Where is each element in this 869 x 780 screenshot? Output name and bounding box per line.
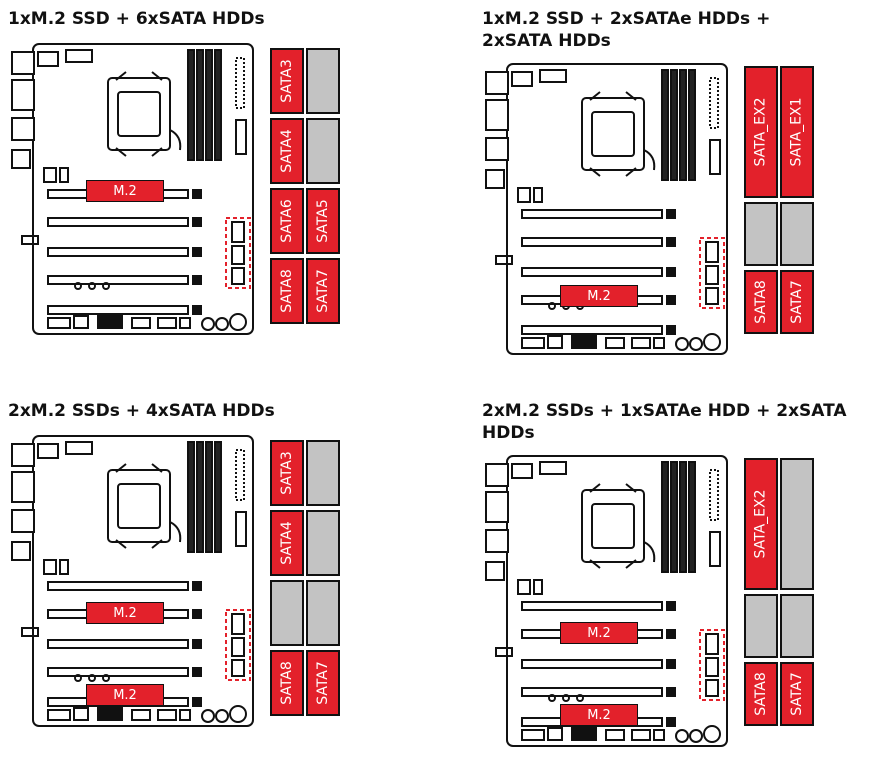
sata-port-label: SATA_EX1 bbox=[789, 97, 805, 167]
sata-port-disabled bbox=[780, 594, 814, 658]
sata-port-sata-ex1: SATA_EX1 bbox=[780, 66, 814, 198]
m2-slot-label: M.2 bbox=[86, 602, 164, 624]
m2-slot-label: M.2 bbox=[560, 704, 638, 726]
sata-port-disabled bbox=[744, 594, 778, 658]
motherboard-diagram bbox=[482, 452, 732, 756]
sata-port-disabled bbox=[306, 510, 340, 576]
sata-port-sata8: SATA8 bbox=[744, 270, 778, 334]
sata-port-sata7: SATA7 bbox=[306, 650, 340, 716]
sata-port-sata3: SATA3 bbox=[270, 440, 304, 506]
panel-title: 1xM.2 SSD + 6xSATA HDDs bbox=[8, 9, 265, 29]
motherboard-outline bbox=[485, 455, 728, 747]
m2-slot-label: M.2 bbox=[86, 180, 164, 202]
motherboard-outline bbox=[485, 63, 728, 355]
sata-port-sata7: SATA7 bbox=[306, 258, 340, 324]
sata-port-sata-ex2: SATA_EX2 bbox=[744, 458, 778, 590]
sata-port-disabled bbox=[306, 580, 340, 646]
sata-port-sata5: SATA5 bbox=[306, 188, 340, 254]
sata-port-label: SATA3 bbox=[279, 59, 295, 103]
sata-port-disabled bbox=[306, 118, 340, 184]
sata-port-disabled bbox=[744, 202, 778, 266]
sata-port-sata7: SATA7 bbox=[780, 270, 814, 334]
sata-port-label: SATA_EX2 bbox=[753, 489, 769, 559]
sata-port-label: SATA7 bbox=[789, 280, 805, 324]
sata-port-label: SATA3 bbox=[279, 451, 295, 495]
sata-port-label: SATA7 bbox=[789, 672, 805, 716]
sata-port-sata4: SATA4 bbox=[270, 118, 304, 184]
panel-title: 2xM.2 SSDs + 4xSATA HDDs bbox=[8, 401, 275, 421]
sata-port-disabled bbox=[306, 48, 340, 114]
sata-port-sata6: SATA6 bbox=[270, 188, 304, 254]
sata-port-label: SATA8 bbox=[279, 661, 295, 705]
sata-port-disabled bbox=[780, 202, 814, 266]
panel-title: 2xM.2 SSDs + 1xSATAe HDD + 2xSATA HDDs bbox=[482, 401, 847, 443]
motherboard-diagram bbox=[482, 60, 732, 364]
sata-port-label: SATA7 bbox=[315, 661, 331, 705]
sata-port-disabled bbox=[780, 458, 814, 590]
sata-port-label: SATA_EX2 bbox=[753, 97, 769, 167]
sata-port-label: SATA5 bbox=[315, 199, 331, 243]
sata-port-sata3: SATA3 bbox=[270, 48, 304, 114]
sata-port-sata4: SATA4 bbox=[270, 510, 304, 576]
sata-port-label: SATA4 bbox=[279, 129, 295, 173]
sata-port-sata8: SATA8 bbox=[744, 662, 778, 726]
sata-port-sata7: SATA7 bbox=[780, 662, 814, 726]
sata-port-label: SATA8 bbox=[279, 269, 295, 313]
sata-port-label: SATA4 bbox=[279, 521, 295, 565]
sata-port-sata8: SATA8 bbox=[270, 258, 304, 324]
sata-port-label: SATA6 bbox=[279, 199, 295, 243]
m2-slot-label: M.2 bbox=[560, 622, 638, 644]
sata-port-disabled bbox=[306, 440, 340, 506]
panel-title: 1xM.2 SSD + 2xSATAe HDDs + 2xSATA HDDs bbox=[482, 9, 771, 51]
m2-slot-label: M.2 bbox=[86, 684, 164, 706]
sata-port-sata8: SATA8 bbox=[270, 650, 304, 716]
sata-port-label: SATA8 bbox=[753, 672, 769, 716]
sata-port-disabled bbox=[270, 580, 304, 646]
sata-port-label: SATA8 bbox=[753, 280, 769, 324]
m2-slot-label: M.2 bbox=[560, 285, 638, 307]
sata-port-sata-ex2: SATA_EX2 bbox=[744, 66, 778, 198]
sata-port-label: SATA7 bbox=[315, 269, 331, 313]
